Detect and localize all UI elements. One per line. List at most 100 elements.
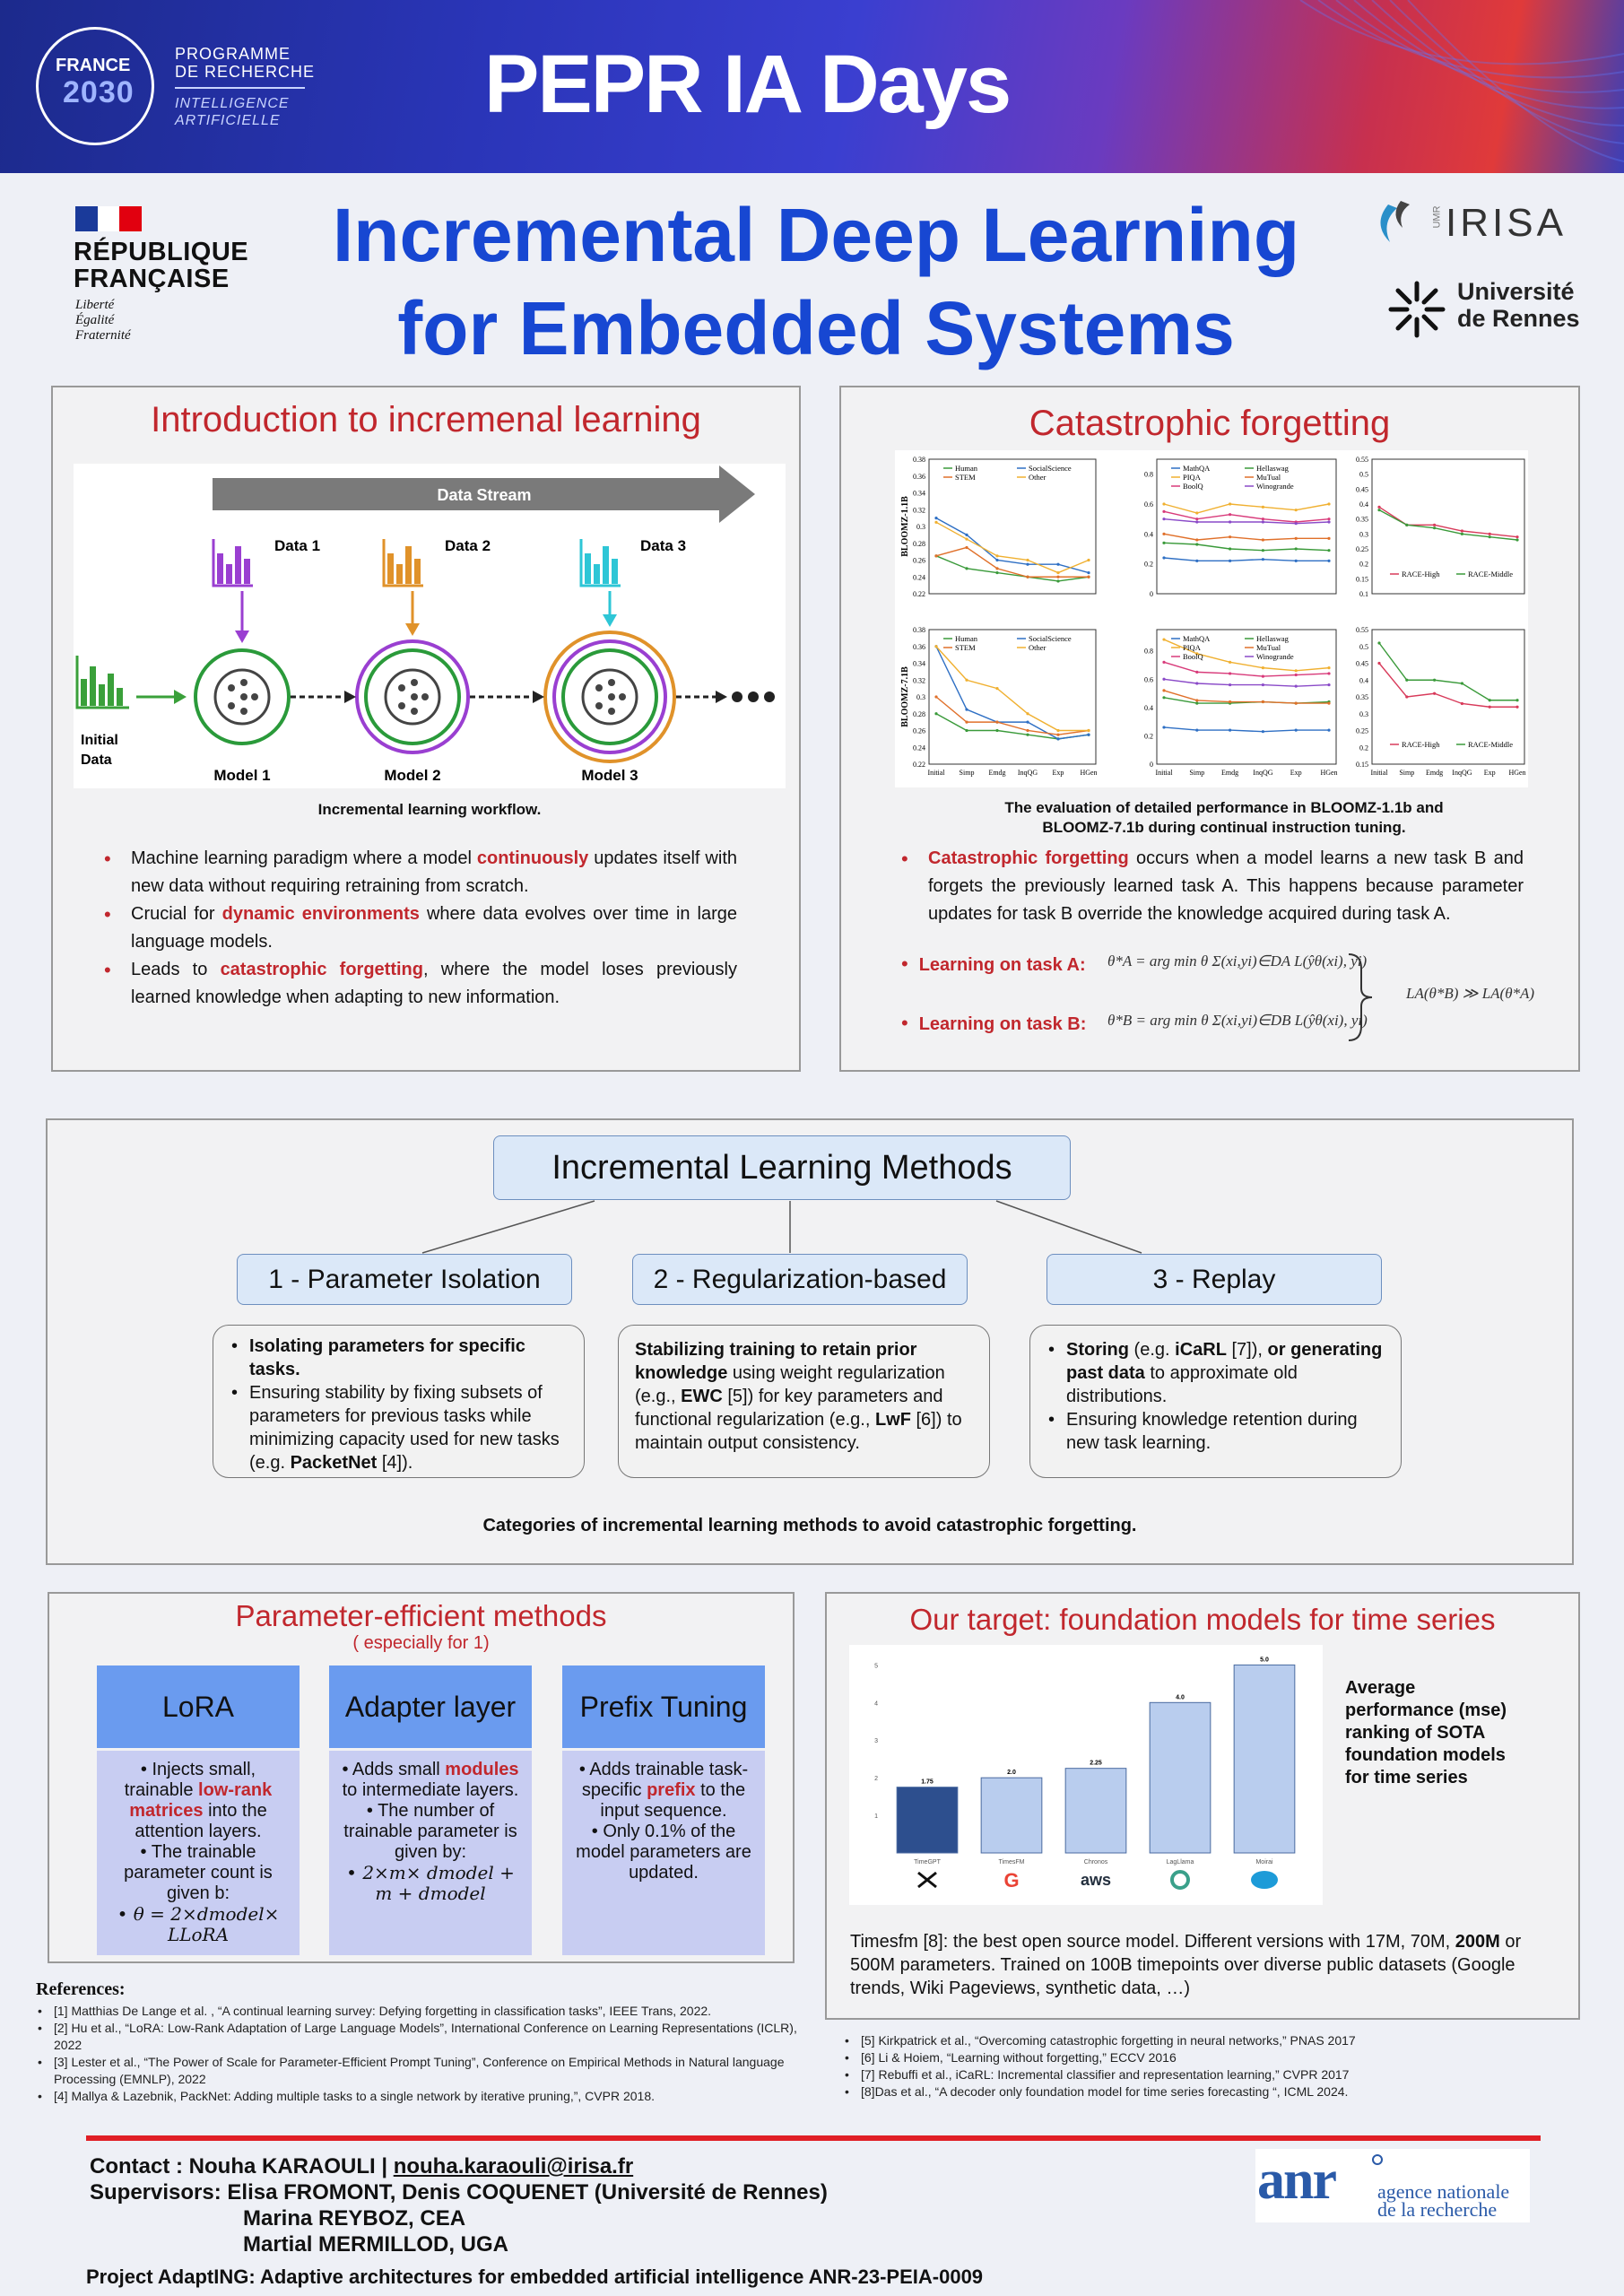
cf-point [1294, 673, 1298, 677]
cf-y-tick: 0.45 [1356, 660, 1368, 668]
cf-x-tick: Exp [1290, 769, 1302, 777]
cf-point [1377, 509, 1381, 512]
anr-name: agence nationale de la recherche [1377, 2180, 1510, 2221]
republique-name: RÉPUBLIQUE FRANÇAISE [74, 238, 249, 293]
cf-y-tick: 0.5 [1359, 643, 1368, 651]
cf-point [1294, 684, 1298, 688]
pe-title: Parameter-efficient methods [235, 1599, 607, 1632]
cf-point [1294, 559, 1298, 562]
cf-point [934, 695, 938, 699]
cf-point [995, 570, 999, 575]
cf-point [1162, 532, 1166, 535]
lora-bullet-1: • Injects small, trainable low-rank matr… [124, 1760, 273, 1841]
cf-point [1195, 520, 1199, 524]
cf-point [1327, 728, 1331, 732]
cf-point [1460, 682, 1463, 685]
cf-point [1327, 559, 1331, 562]
cf-y-tick: 0.2 [1144, 561, 1153, 569]
cf-x-tick: HGen [1080, 769, 1097, 777]
lora-bullet-2: • The trainable parameter count is given… [124, 1842, 273, 1903]
ranking-chart-label: Average performance (mse) ranking of SOT… [1345, 1678, 1507, 1787]
cf-point [934, 520, 938, 524]
cf-series-Other [935, 646, 1089, 732]
model-2-icon [355, 639, 470, 754]
univ-rennes-name: Université de Rennes [1457, 278, 1580, 332]
cf-point [1026, 712, 1029, 716]
cf-legend-label: Human [955, 634, 978, 643]
cf-series-STEM [935, 696, 1090, 735]
laglama-logo-icon [1170, 1870, 1190, 1890]
method-1-bullet-2: Ensuring stability by fixing subsets of … [226, 1381, 571, 1474]
bar-value-label: 4.0 [1176, 1694, 1185, 1700]
cf-legend-label: Winogrande [1256, 652, 1294, 661]
adapter-formula: • 2×m× dmodel + m + dmodel [346, 1862, 515, 1904]
cf-point [995, 567, 999, 570]
model-2-label: Model 2 [384, 767, 440, 784]
aws-logo-icon: aws [1081, 1871, 1111, 1889]
bar-value-label: 2.0 [1007, 1770, 1016, 1776]
cf-row-label: BLOOMZ-1.1B [900, 496, 910, 557]
cf-y-tick: 0.38 [913, 626, 925, 634]
method-3-bullet-1: Storing (e.g. iCaRL [7]), or generating … [1043, 1338, 1388, 1408]
references-left: [1] Matthias De Lange et al. , “A contin… [36, 2003, 825, 2105]
cf-point [1294, 522, 1298, 526]
cf-legend-label: BoolQ [1183, 482, 1203, 491]
cf-point [1327, 549, 1331, 552]
cf-point [1405, 695, 1409, 699]
references-heading: References: [36, 1979, 126, 1999]
cf-series-MuTual [1163, 533, 1329, 541]
cf-series-BoolQ [1163, 510, 1330, 523]
footer-divider [86, 2135, 1541, 2141]
cf-y-tick: 0.2 [1359, 561, 1368, 569]
cf-point [1026, 720, 1029, 724]
method-2-box: 2 - Regularization-based [632, 1254, 968, 1305]
cf-point [1261, 683, 1264, 687]
cf-point [1087, 575, 1090, 578]
model-3-label: Model 3 [581, 767, 638, 784]
cf-y-tick: 0.36 [913, 473, 925, 481]
cf-y-tick: 0.3 [916, 693, 925, 701]
prefix-bullet-2: • Only 0.1% of the model parameters are … [576, 1822, 751, 1883]
cf-point [1026, 733, 1029, 736]
cf-series-SocialScience [935, 646, 1090, 740]
intro-bullet-3: Leads to catastrophic forgetting, where … [104, 956, 737, 1012]
cf-x-tick: Simp [1399, 769, 1414, 777]
anr-logo: anr agence nationale de la recherche [1255, 2149, 1530, 2222]
cf-point [1229, 513, 1232, 517]
bar-y-tick: 2 [874, 1776, 878, 1782]
intro-caption: Incremental learning workflow. [317, 801, 542, 818]
cf-legend-label: STEM [955, 473, 976, 482]
cf-legend-label: RACE-High [1402, 740, 1440, 749]
cf-point [1087, 733, 1090, 736]
cf-series-MathQA [1163, 726, 1329, 733]
model-3-icon [543, 631, 676, 763]
cf-y-tick: 0.2 [1144, 732, 1153, 740]
cf-point [1195, 538, 1199, 542]
cf-point [1162, 638, 1166, 641]
contact-email-link[interactable]: nouha.karaouli@irisa.fr [393, 2154, 634, 2179]
cf-series-PIQA [1163, 639, 1330, 672]
cf-y-tick: 0.35 [1356, 516, 1368, 524]
task-a-row: •Learning on task A: [901, 952, 1086, 975]
lora-body: • Injects small, trainable low-rank matr… [97, 1751, 300, 1955]
cf-point [1327, 536, 1331, 540]
cf-point [1229, 660, 1232, 664]
references-right: [5] Kirkpatrick et al., “Overcoming cata… [843, 2032, 1578, 2100]
method-2-desc: Stabilizing training to retain prior kno… [618, 1325, 990, 1478]
cf-series-PIQA [1163, 503, 1330, 514]
cf-point [1162, 677, 1166, 681]
cf-y-tick: 0.35 [1356, 693, 1368, 701]
project-line: Project AdaptING: Adaptive architectures… [86, 2266, 984, 2288]
cf-point [1195, 517, 1199, 521]
bar-y-tick: 5 [874, 1663, 878, 1669]
cf-point [934, 712, 938, 716]
cf-point [1294, 669, 1298, 673]
irisa-logo-icon [1380, 201, 1410, 242]
bar-value-label: 1.75 [921, 1779, 934, 1786]
cf-legend-label: Other [1029, 473, 1046, 482]
cf-point [1229, 502, 1232, 506]
cf-point [1261, 505, 1264, 509]
ref-2: [2] Hu et al., “LoRA: Low-Rank Adaptatio… [36, 2020, 825, 2054]
